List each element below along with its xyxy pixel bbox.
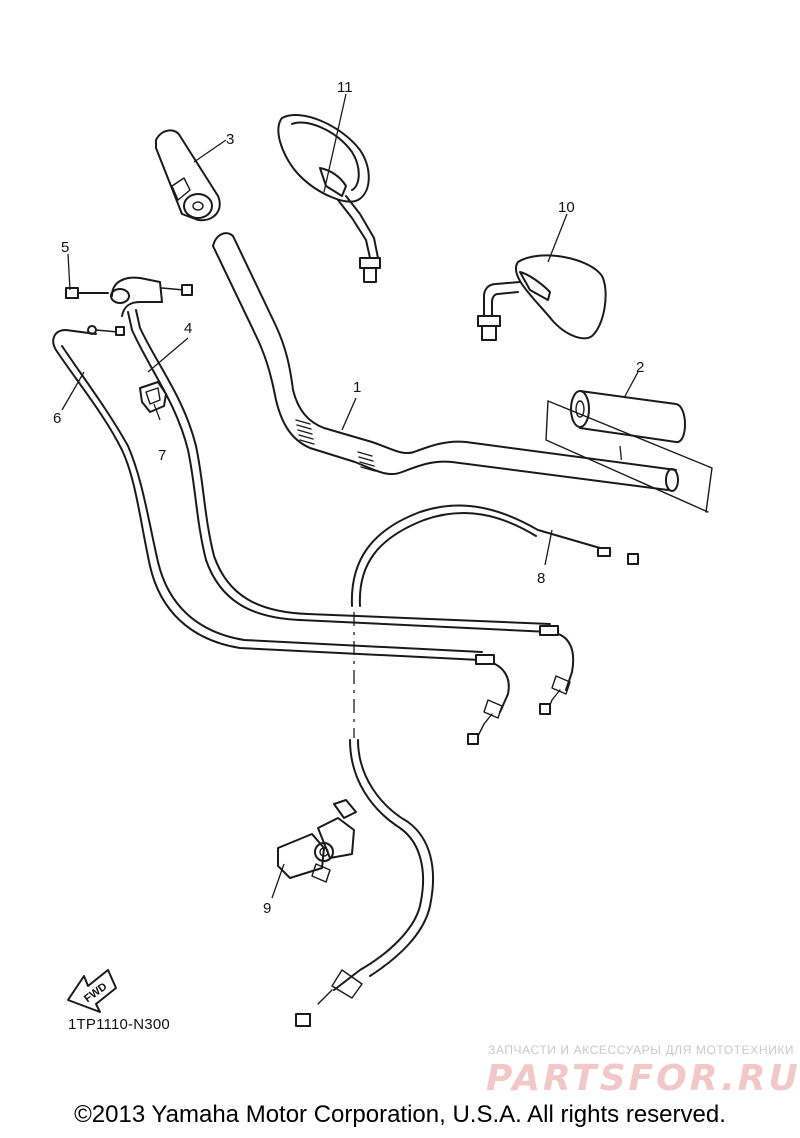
diagram-code: 1TP1110-N300 [68,1016,170,1033]
part-number-4: 4 [184,320,192,337]
holder-assembly [65,276,193,336]
mirror-left [277,113,381,283]
part-number-7: 7 [158,447,166,464]
part-number-9: 9 [263,900,271,917]
part-number-10: 10 [558,199,575,216]
part-number-1: 1 [353,379,361,396]
grip-right [545,390,713,513]
handlebar [212,232,679,492]
throttle-cable-4 [127,309,575,715]
part-number-11: 11 [337,79,353,96]
mirror-right [477,254,607,341]
lever-holder [277,799,357,883]
leader-lines [61,93,639,899]
part-number-8: 8 [537,570,545,587]
watermark-tagline: ЗАПЧАСТИ И АКСЕССУАРЫ ДЛЯ МОТОТЕХНИКИ [488,1043,795,1057]
part-number-3: 3 [226,131,234,148]
part-number-6: 6 [53,410,61,427]
copyright-notice: ©2013 Yamaha Motor Corporation, U.S.A. A… [74,1101,726,1128]
watermark-logo: PARTSFOR.RU [486,1058,800,1099]
grip-left [155,129,221,222]
cable-clamp [139,381,167,413]
throttle-cable-6 [52,329,510,745]
fwd-arrow: FWD [67,969,117,1013]
part-number-5: 5 [61,239,69,256]
clutch-cable [295,504,639,1027]
part-number-2: 2 [636,359,644,376]
